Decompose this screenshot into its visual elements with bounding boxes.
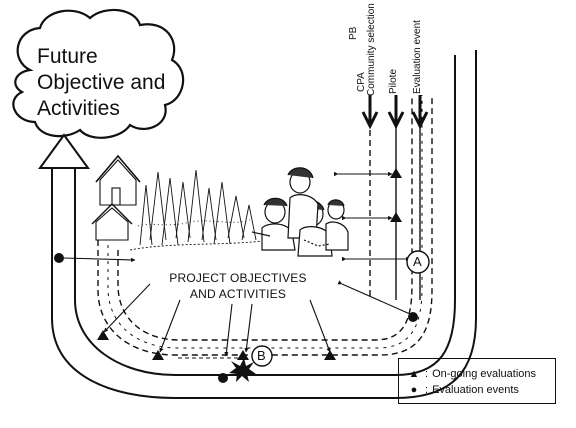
legend-ongoing-label: On-going evaluations (432, 368, 537, 380)
left-connector-arrow (63, 257, 136, 263)
ongoing-triangle (97, 330, 109, 340)
legend-events-label: Evaluation events (432, 384, 519, 396)
center-label-line-2: AND ACTIVITIES (189, 287, 287, 301)
legend: ▲ : On-going evaluations ● : Evaluation … (398, 358, 556, 404)
cloud-title: Future Objective and Activities (37, 44, 165, 122)
label-evaluation-event: Evaluation event (412, 20, 423, 94)
people-illustration (251, 167, 349, 257)
u-arrow-outer (51, 50, 477, 399)
legend-dot-icon: ● (410, 384, 418, 396)
dashed-track-mid (107, 95, 423, 349)
marker-a-circle (406, 250, 430, 274)
dashed-track-inner (117, 95, 413, 341)
evaluation-event-markers (54, 253, 418, 383)
marker-a-label: A (413, 254, 422, 269)
legend-row-events: ● : Evaluation events (407, 383, 519, 397)
center-radial-arrows (103, 283, 331, 359)
marker-b-circle (251, 345, 273, 367)
future-cloud (12, 8, 185, 139)
cloud-title-line-3: Activities (37, 97, 120, 120)
label-pilot: Pilote (388, 68, 399, 94)
label-pb: PB (348, 26, 359, 40)
legend-row-ongoing: ▲ : On-going evaluations (407, 367, 536, 381)
ongoing-evaluation-markers (97, 168, 402, 360)
top-down-arrows (361, 95, 429, 130)
center-label-line-1: PROJECT OBJECTIVES (169, 271, 307, 285)
starburst-icon (229, 358, 256, 382)
label-community-selection: Community selection (366, 3, 377, 96)
event-dot (218, 373, 228, 383)
marker-b-label: B (257, 348, 266, 363)
right-connector-arrows (334, 171, 411, 315)
legend-events-sep: : (425, 384, 429, 396)
ongoing-triangle (390, 212, 402, 222)
ongoing-triangle (152, 350, 164, 360)
ongoing-triangle (324, 350, 336, 360)
village-illustration (91, 154, 141, 241)
event-dot (408, 312, 418, 322)
event-dot (54, 253, 64, 263)
cloud-title-line-2: Objective and (37, 71, 166, 94)
ongoing-triangle (390, 168, 402, 178)
legend-triangle-icon: ▲ (408, 368, 420, 380)
center-label: PROJECT OBJECTIVES AND ACTIVITIES (158, 270, 318, 302)
legend-ongoing-sep: : (425, 368, 429, 380)
dashed-track-outer (97, 95, 433, 356)
u-arrow-inner (74, 55, 456, 376)
ongoing-triangle (237, 350, 249, 360)
u-arrow-head (38, 133, 90, 169)
forest-illustration (129, 169, 271, 251)
cloud-title-line-1: Future (37, 45, 98, 68)
